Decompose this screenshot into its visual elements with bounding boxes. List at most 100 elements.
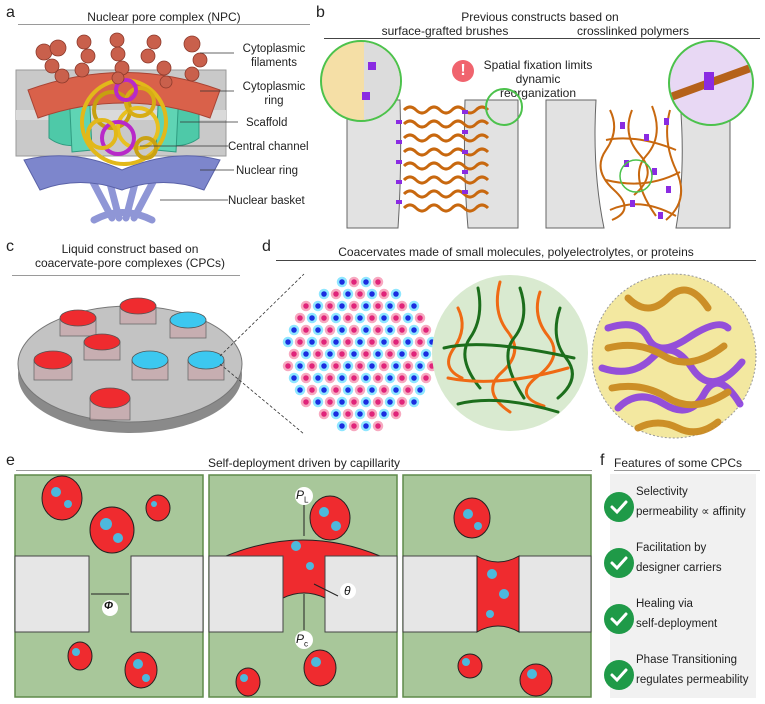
panel-d-title: Coacervates made of small molecules, pol… [338, 245, 694, 259]
panel-c-letter: c [6, 238, 14, 255]
panel-e-letter: e [6, 452, 15, 469]
coacervate-particle [372, 324, 384, 336]
coacervate-particle [372, 300, 384, 312]
coacervate-particle [360, 348, 372, 360]
coacervate-polyelectrolytes [428, 268, 593, 438]
coacervate-particle [294, 384, 306, 396]
coacervate-particle [390, 312, 402, 324]
coacervate-particle [378, 312, 390, 324]
coacervate-particle [300, 396, 312, 408]
coacervate-particle [294, 360, 306, 372]
coacervate-particle [372, 396, 384, 408]
coacervate-particle [336, 324, 348, 336]
check-icon [604, 604, 634, 634]
coacervate-particle [366, 312, 378, 324]
coacervate-particle [384, 396, 396, 408]
coacervate-particle [300, 324, 312, 336]
coacervate-particle [306, 336, 318, 348]
coacervate-particle [378, 360, 390, 372]
coacervate-particle [420, 372, 432, 384]
pressure-capillary-label: Pc [296, 632, 309, 649]
coacervate-particle [336, 396, 348, 408]
crosslinked-illustration [540, 40, 740, 230]
coacervate-particle [324, 396, 336, 408]
coacervate-particle [390, 288, 402, 300]
coacervate-particle [408, 348, 420, 360]
panel-b-rule [324, 38, 760, 39]
coacervate-particle [360, 396, 372, 408]
coacervate-particle [342, 408, 354, 420]
coacervate-particle [354, 384, 366, 396]
coacervate-particle [330, 336, 342, 348]
coacervate-particle [282, 360, 294, 372]
coacervate-particle [342, 288, 354, 300]
coacervate-particle [408, 324, 420, 336]
coacervate-particle [324, 348, 336, 360]
coacervate-particle [354, 408, 366, 420]
pressure-liquid-label: PL [296, 488, 309, 505]
coacervate-particle [288, 348, 300, 360]
coacervate-particle [300, 372, 312, 384]
coacervate-particle [348, 396, 360, 408]
coacervate-particle [372, 372, 384, 384]
coacervate-particle [288, 324, 300, 336]
label-nuclear-ring: Nuclear ring [236, 165, 298, 177]
panel-f-rule [614, 470, 760, 471]
coacervate-particle [396, 372, 408, 384]
coacervate-particle [312, 396, 324, 408]
coacervate-particle [318, 288, 330, 300]
check-icon [604, 492, 634, 522]
panel-e-rule [16, 470, 592, 471]
coacervate-particle [390, 336, 402, 348]
coacervate-particle [414, 384, 426, 396]
coacervate-particle [402, 336, 414, 348]
coacervate-particle [306, 312, 318, 324]
coacervate-particle [342, 312, 354, 324]
coacervate-particle [360, 420, 372, 432]
panel-a-leader-lines [140, 52, 238, 201]
coacervate-particle [312, 324, 324, 336]
coacervate-particle [336, 420, 348, 432]
coacervate-particle [366, 384, 378, 396]
panel-b-title: Previous constructs based on [461, 10, 619, 24]
coacervate-particle [318, 384, 330, 396]
coacervate-particle [354, 312, 366, 324]
coacervate-particle [300, 348, 312, 360]
coacervate-particle [330, 408, 342, 420]
coacervate-particle [354, 288, 366, 300]
panel-d-letter: d [262, 238, 271, 255]
coacervate-particle [372, 348, 384, 360]
coacervate-particle [408, 372, 420, 384]
check-icon [604, 660, 634, 690]
panel-f-title: Features of some CPCs [614, 456, 743, 470]
coacervate-particle [348, 372, 360, 384]
coacervate-particle [384, 300, 396, 312]
coacervate-particle [330, 360, 342, 372]
label-nuclear-basket: Nuclear basket [228, 195, 305, 207]
coacervate-particle [414, 336, 426, 348]
panel-e-title: Self-deployment driven by capillarity [207, 456, 401, 470]
coacervate-particle [312, 348, 324, 360]
coacervate-particle [336, 348, 348, 360]
coacervate-particle [306, 384, 318, 396]
coacervate-particle [360, 276, 372, 288]
coacervate-particle [330, 288, 342, 300]
coacervate-particle [396, 300, 408, 312]
coacervate-particle [318, 336, 330, 348]
coacervate-particle [414, 360, 426, 372]
crosslink-zoom-inset [668, 40, 754, 126]
coacervate-particle [396, 348, 408, 360]
features-list [610, 474, 756, 698]
coacervate-particle [336, 300, 348, 312]
label-central-channel: Central channel [228, 141, 309, 153]
coacervate-particle [324, 372, 336, 384]
zoom-projection-lines [219, 273, 305, 435]
coacervate-particle [384, 372, 396, 384]
coacervate-particle [396, 396, 408, 408]
deployment-stage-1: Φ [14, 474, 204, 698]
coacervate-particle [324, 300, 336, 312]
npc-illustration [14, 30, 234, 230]
coacervate-particle [318, 312, 330, 324]
